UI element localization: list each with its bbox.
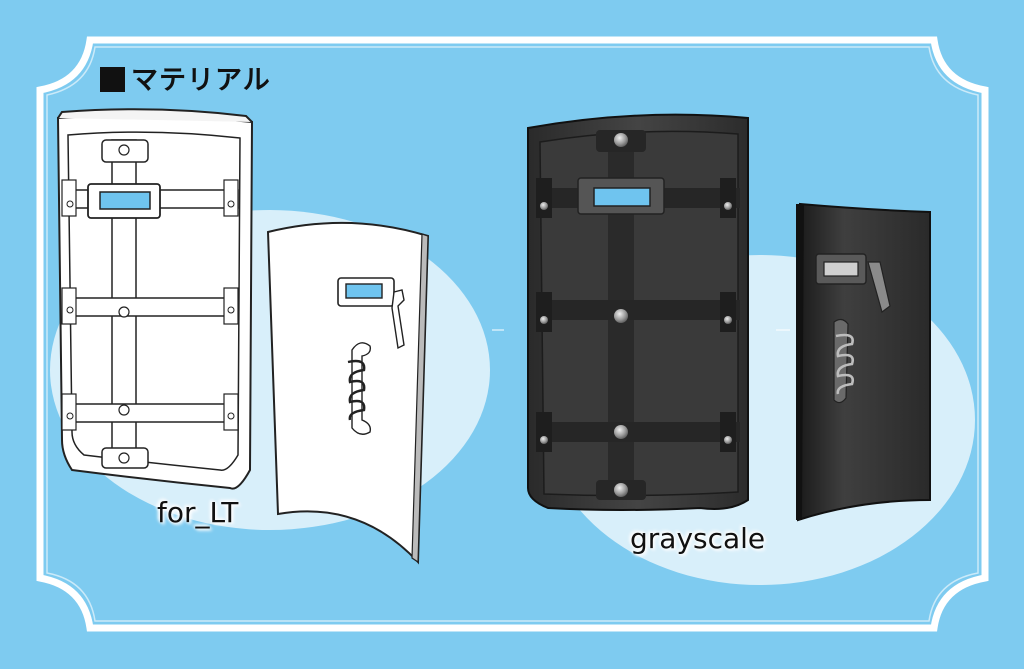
- black-square-icon: [100, 67, 125, 92]
- grayscale-shield-front: [527, 113, 749, 511]
- caption-grayscale: grayscale: [630, 522, 766, 555]
- caption-line-art: for_LT: [157, 496, 239, 529]
- section-heading-text: マテリアル: [131, 65, 271, 96]
- decorative-frame: [36, 36, 989, 632]
- grayscale-shield-side: [796, 202, 931, 522]
- section-heading: マテリアル: [100, 58, 271, 97]
- lineart-shield-front: [56, 108, 254, 490]
- lineart-shield-side: [266, 221, 430, 565]
